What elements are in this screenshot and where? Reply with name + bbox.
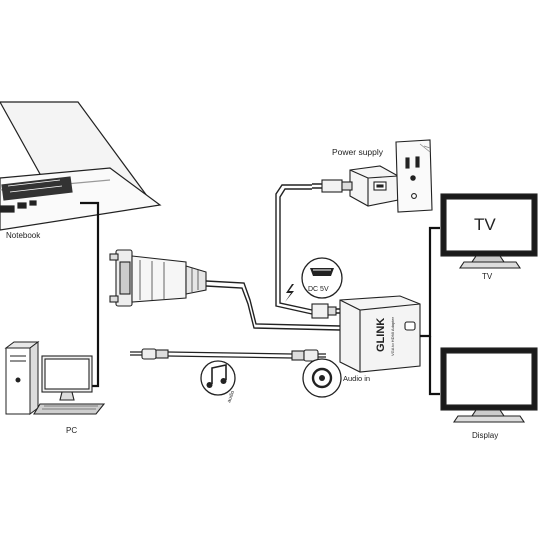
lightning-icon <box>285 284 294 302</box>
laptop-icon <box>0 101 162 231</box>
hdmi-port-icon <box>301 257 343 299</box>
audio-cable-icon <box>130 348 326 362</box>
tv-label: TV <box>482 272 493 281</box>
brand-label: GLINK <box>375 318 387 352</box>
micro-usb-plug-icon <box>311 303 342 319</box>
converter-box-icon <box>339 295 421 373</box>
display-connection-line <box>428 336 440 396</box>
vga-wire <box>205 280 341 327</box>
tv-connection-line <box>420 226 440 338</box>
display-label: Display <box>472 431 498 440</box>
notebook-connection-line <box>80 201 100 388</box>
pc-tower-icon <box>4 341 40 415</box>
audio-jack-icon <box>302 358 342 398</box>
vga-cable-icon <box>109 249 207 307</box>
usb-power-wire <box>275 184 313 315</box>
pc-label: PC <box>66 426 77 435</box>
audio-label: audio <box>226 390 236 404</box>
wall-outlet-icon <box>395 139 433 213</box>
power-supply-label: Power supply <box>332 147 384 157</box>
tv-screen-label: TV <box>474 215 496 234</box>
usb-plug-icon <box>312 179 353 193</box>
dc-label: DC 5V <box>308 286 329 293</box>
audio-in-label: Audio in <box>343 374 370 383</box>
monitor-icon <box>33 355 106 415</box>
music-note-icon <box>200 360 236 396</box>
brand-sub-label: VGA to HDMI Adapter <box>390 316 395 356</box>
notebook-label: Notebook <box>6 231 41 240</box>
display-monitor-icon <box>440 347 538 423</box>
tv-icon <box>440 193 538 269</box>
